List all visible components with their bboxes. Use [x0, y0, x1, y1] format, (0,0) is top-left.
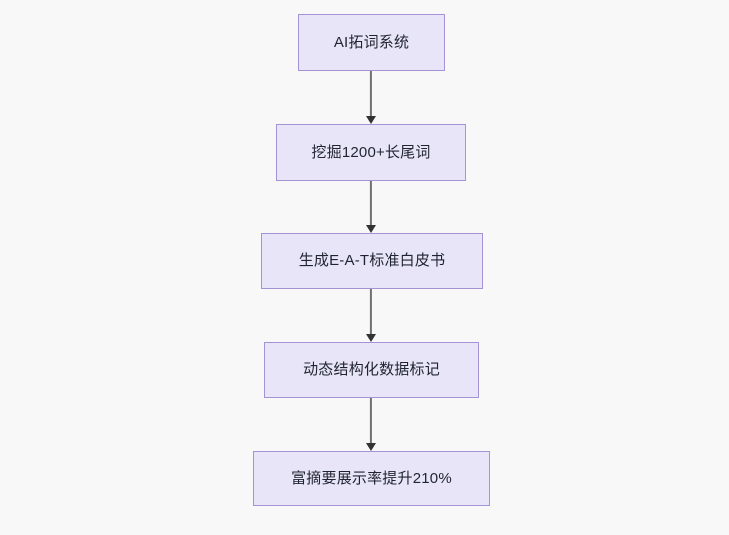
flow-node-dynamic-structured-data-markup[interactable]: 动态结构化数据标记 [264, 342, 479, 398]
connector-node2-node3 [366, 181, 376, 233]
flow-node-ai-keyword-system[interactable]: AI拓词系统 [298, 14, 445, 71]
flow-node-label: 生成E-A-T标准白皮书 [298, 252, 446, 269]
arrowhead-icon [366, 225, 376, 233]
flow-node-label: 动态结构化数据标记 [303, 361, 440, 378]
connector-node4-node5 [366, 398, 376, 451]
flow-node-rich-snippet-rate-increase[interactable]: 富摘要展示率提升210% [253, 451, 490, 506]
flow-node-label: 富摘要展示率提升210% [291, 469, 452, 487]
flow-node-label: AI拓词系统 [333, 33, 410, 51]
connector-node3-node4 [366, 289, 376, 342]
arrowhead-icon [366, 116, 376, 124]
connector-stem [369, 289, 373, 334]
connector-stem [369, 181, 373, 225]
connector-stem [369, 398, 373, 443]
flow-node-generate-eat-whitepaper[interactable]: 生成E-A-T标准白皮书 [261, 233, 483, 289]
arrowhead-icon [366, 334, 376, 342]
arrowhead-icon [366, 443, 376, 451]
flow-node-mine-longtail-keywords[interactable]: 挖掘1200+长尾词 [276, 124, 466, 181]
connector-stem [369, 71, 373, 116]
flow-node-label: 挖掘1200+长尾词 [311, 143, 431, 161]
connector-node1-node2 [366, 71, 376, 124]
